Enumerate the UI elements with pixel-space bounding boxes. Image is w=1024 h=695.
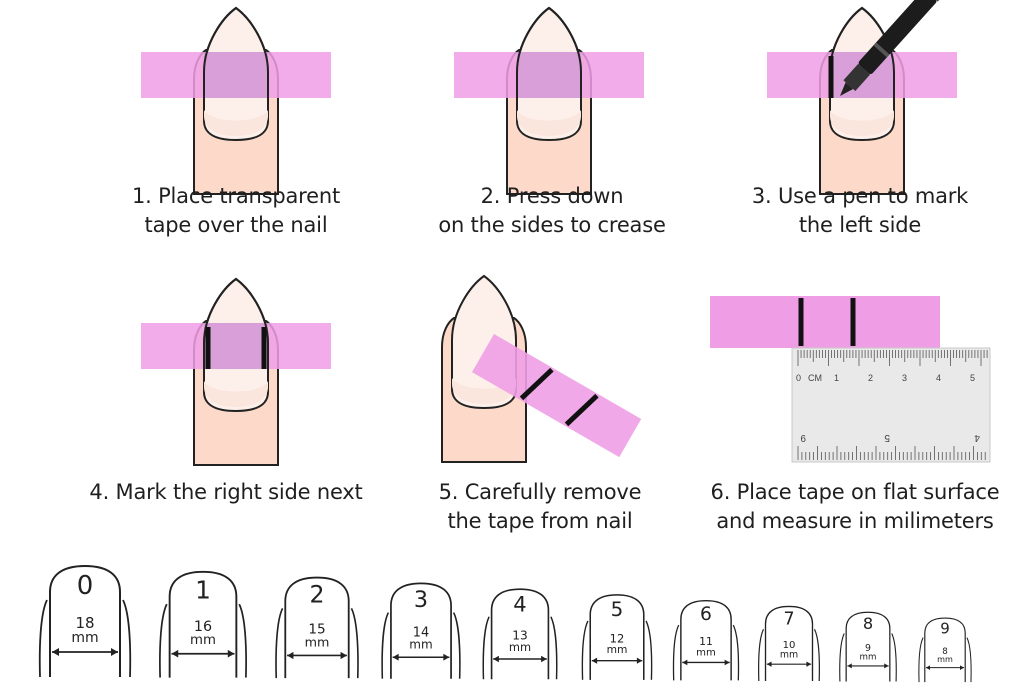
size-nail-8: 8 9mm [839,611,897,683]
pen-icon [840,0,952,96]
size-number: 5 [611,598,624,621]
size-mm-value: 16 [194,619,212,635]
size-number: 9 [940,619,950,637]
step-4-caption: 4. Mark the right side next [89,480,363,504]
ruler-number: 1 [834,373,839,383]
size-mm-value: 13 [512,628,528,642]
size-mm-unit: mm [305,634,330,649]
step-2-illustration [454,6,644,195]
size-mm-value: 15 [308,622,325,638]
ruler-number: 2 [868,373,873,383]
step-6-illustration: CM 0 1 2 3 4 5 9 5 4 [710,296,991,463]
size-number: 6 [700,604,712,625]
ruler-number: 4 [936,373,941,383]
size-number: 7 [783,610,794,630]
size-mm-value: 11 [699,635,713,648]
ruler-number: 0 [796,373,801,383]
size-mm-unit: mm [190,633,216,648]
size-mm-value: 18 [75,614,94,632]
ruler-number: 4 [974,432,980,443]
size-number: 1 [195,575,211,604]
peeled-tape [472,334,642,458]
size-mm-unit: mm [860,653,877,663]
size-chart: 018mm116mm215mm314mm413mm512mm611mm710mm… [38,565,972,683]
step-5-illustration [441,275,642,463]
size-number: 0 [77,571,94,601]
size-number: 3 [414,587,428,613]
ruler-unit-label: CM [808,373,822,383]
size-number: 2 [309,581,324,609]
size-mm-value: 12 [610,631,625,645]
size-mm-unit: mm [409,638,432,652]
size-mm-value: 9 [865,643,871,654]
ruler-number: 5 [884,432,890,443]
ruler: CM 0 1 2 3 4 5 9 5 4 [791,347,991,463]
size-number: 4 [513,591,526,616]
ruler-number: 5 [970,373,975,383]
size-mm-unit: mm [509,640,531,654]
step-3-illustration [767,0,957,195]
step-1-illustration [141,6,331,195]
ruler-number: 9 [800,432,806,443]
size-mm-unit: mm [937,654,953,664]
ruler-number: 3 [902,373,907,383]
size-mm-unit: mm [696,647,716,658]
size-mm-value: 14 [413,626,429,641]
size-mm-unit: mm [607,643,628,656]
measuring-tape [710,296,940,348]
size-mm-value: 8 [942,647,948,657]
size-number: 8 [863,614,873,633]
step-4-illustration [141,277,331,466]
size-mm-unit: mm [71,630,98,646]
size-mm-value: 10 [783,640,796,651]
size-nail-9: 9 8mm [918,617,972,683]
size-mm-unit: mm [780,649,798,660]
